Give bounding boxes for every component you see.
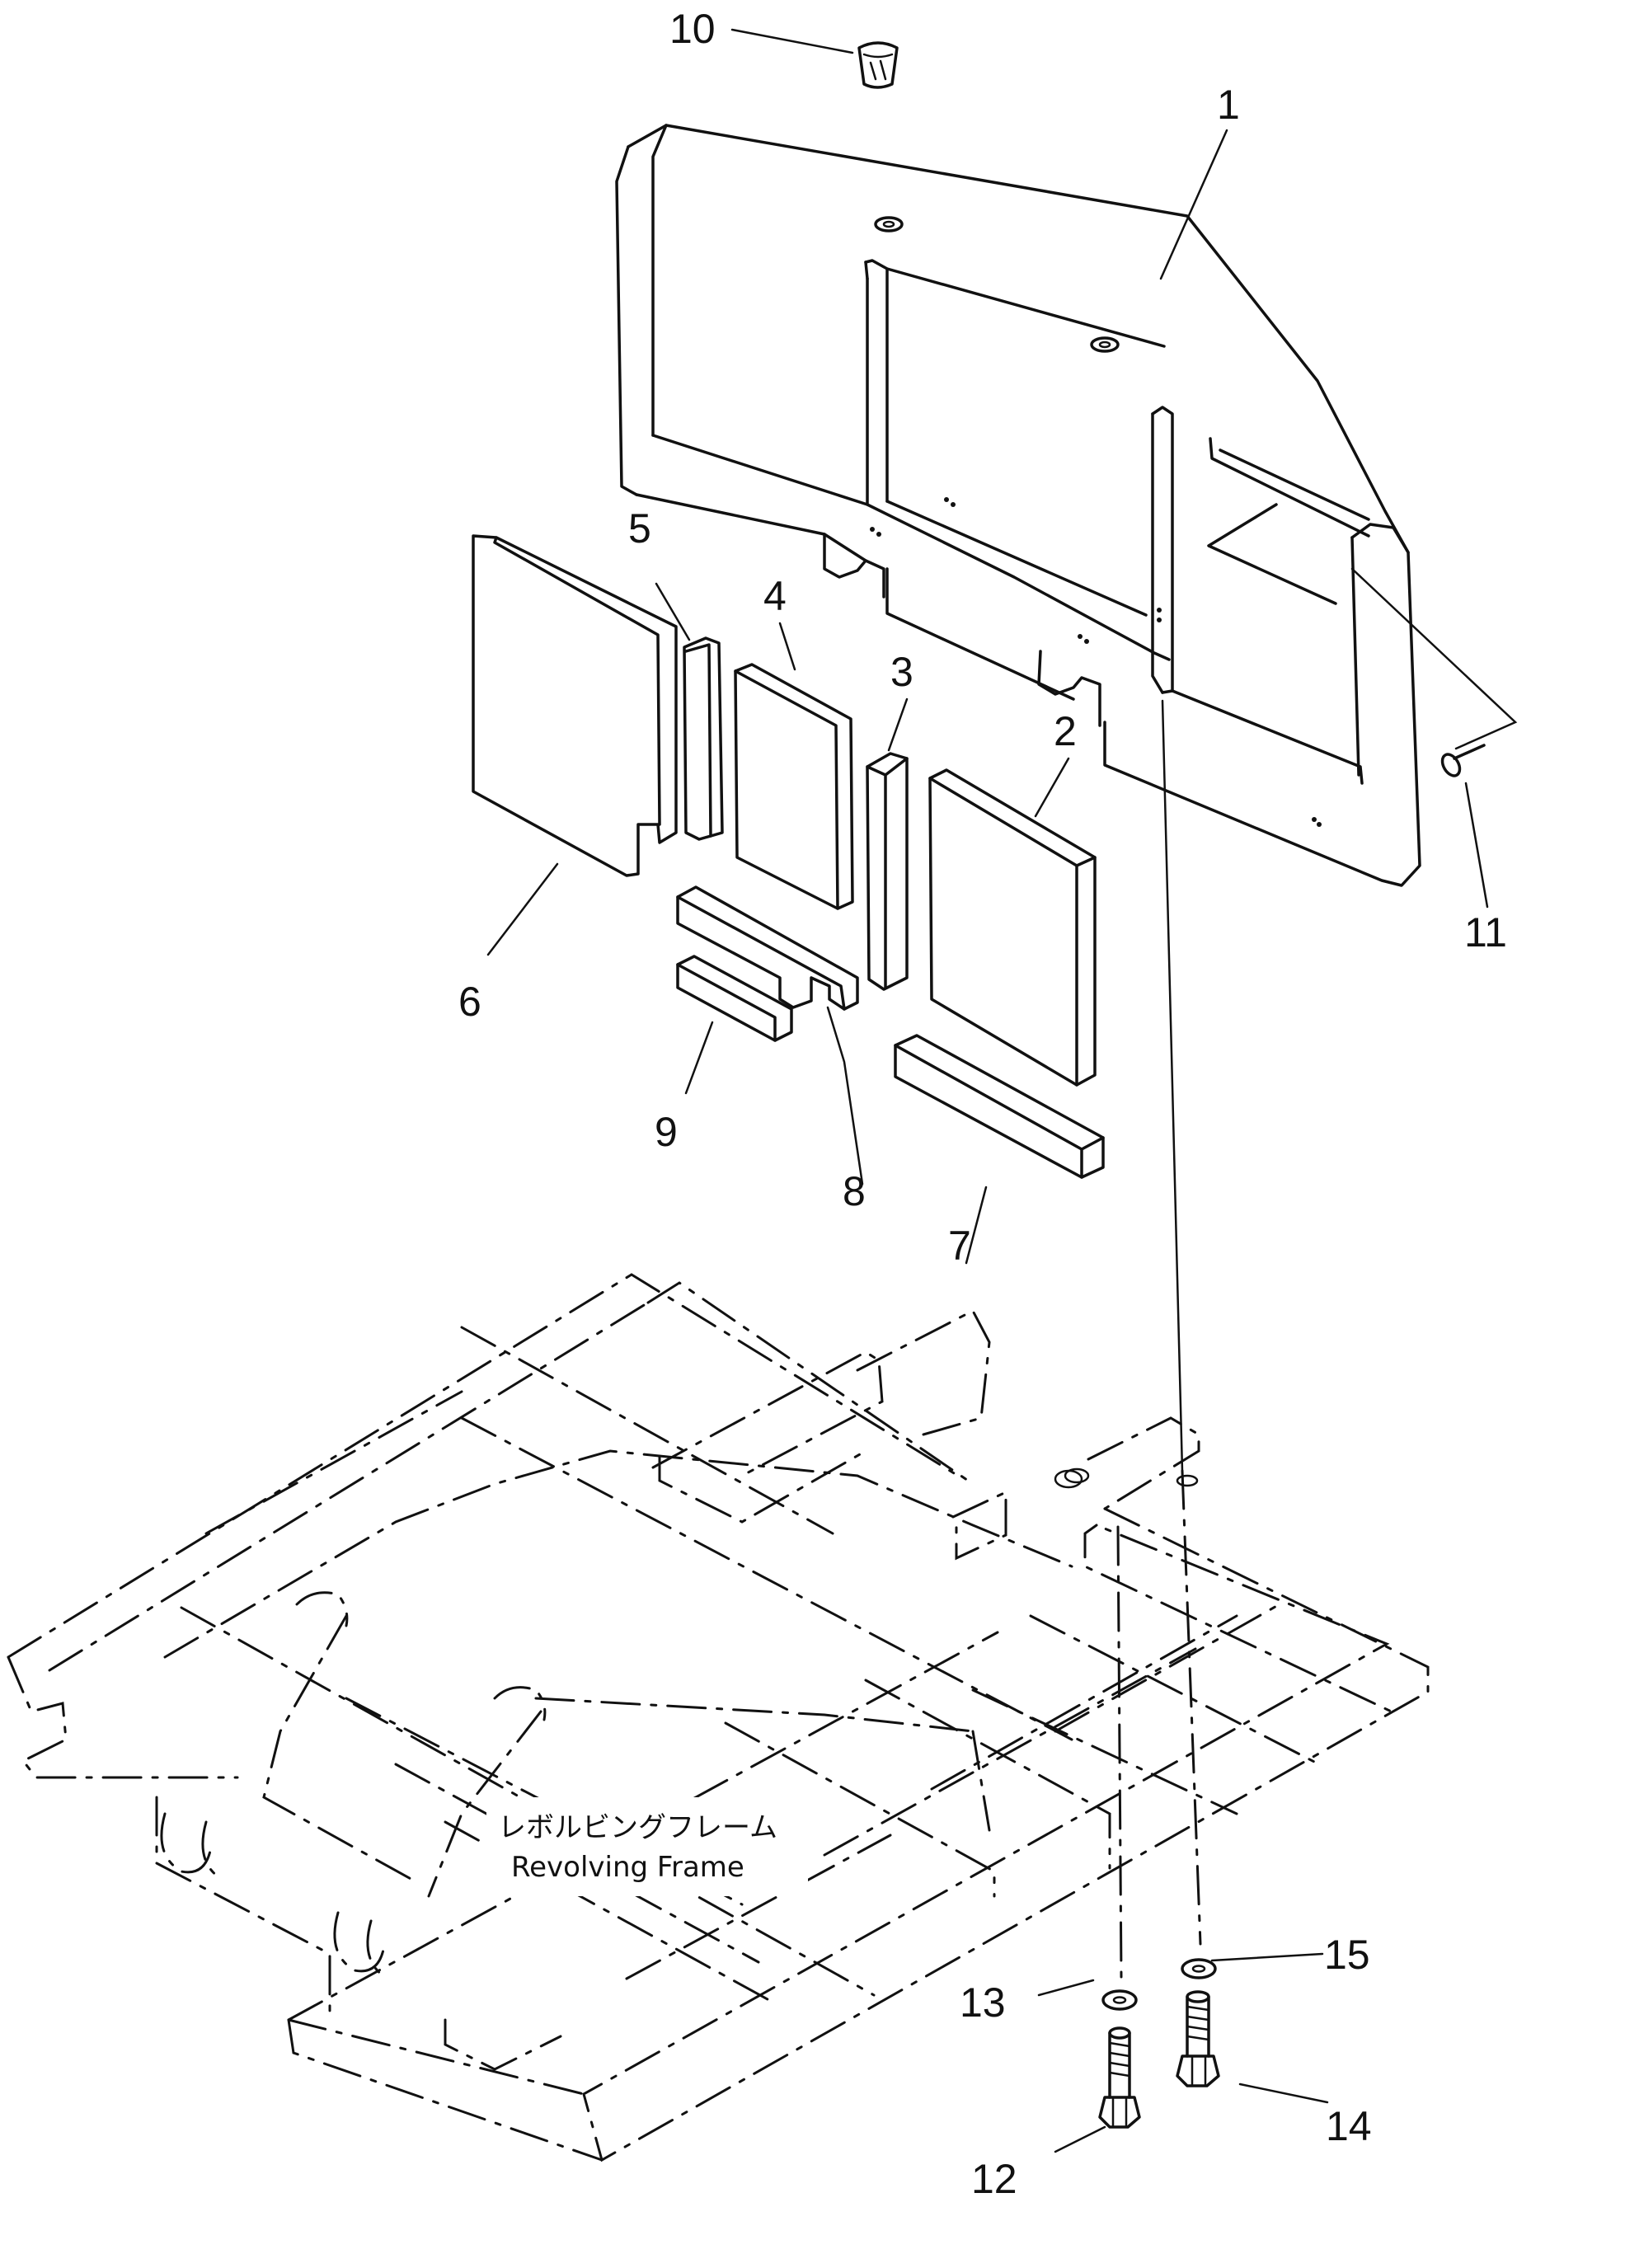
callout-10: 10 [669, 6, 716, 52]
revolving-frame [7, 1273, 1430, 2162]
part-11-screw [1440, 744, 1486, 777]
part-9-bar [676, 955, 793, 1042]
part-5-strip [683, 636, 724, 841]
callout-2: 2 [1054, 708, 1077, 754]
alignment-lines [1116, 699, 1202, 1979]
part-14-bolt [1176, 1990, 1220, 2087]
part-13-washer [1101, 1989, 1138, 2011]
callout-5: 5 [628, 505, 651, 552]
frame-label-english: Revolving Frame [511, 1851, 744, 1884]
caption-background [486, 1797, 808, 1896]
part-10-plug [857, 41, 899, 89]
callout-7: 7 [948, 1223, 971, 1269]
callout-13: 13 [960, 1979, 1006, 2026]
leader-lines [486, 28, 1489, 2153]
callout-15: 15 [1324, 1932, 1370, 1978]
part-3-strip [866, 752, 909, 991]
part-2-plate [928, 768, 1097, 1087]
callout-11: 11 [1464, 909, 1507, 956]
part-15-washer [1181, 1958, 1217, 1979]
part-8-bar [676, 885, 859, 1011]
callout-9: 9 [655, 1109, 678, 1155]
callout-14: 14 [1326, 2103, 1372, 2149]
callout-8: 8 [843, 1168, 866, 1214]
part-6-plate [472, 534, 678, 877]
callout-1: 1 [1217, 82, 1240, 128]
callout-6: 6 [458, 979, 481, 1025]
part-1-counterweight [615, 124, 1518, 887]
frame-label-japanese: レボルビングフレーム [498, 1811, 777, 1844]
part-12-bolt [1098, 2026, 1141, 2129]
callout-3: 3 [890, 649, 913, 695]
part-7-bar [894, 1034, 1105, 1179]
callout-labels: 10 1 5 4 3 2 6 9 8 7 11 15 13 14 12 [458, 6, 1507, 2202]
callout-12: 12 [971, 2156, 1017, 2202]
callout-4: 4 [763, 573, 787, 619]
part-4-plate [734, 663, 854, 910]
